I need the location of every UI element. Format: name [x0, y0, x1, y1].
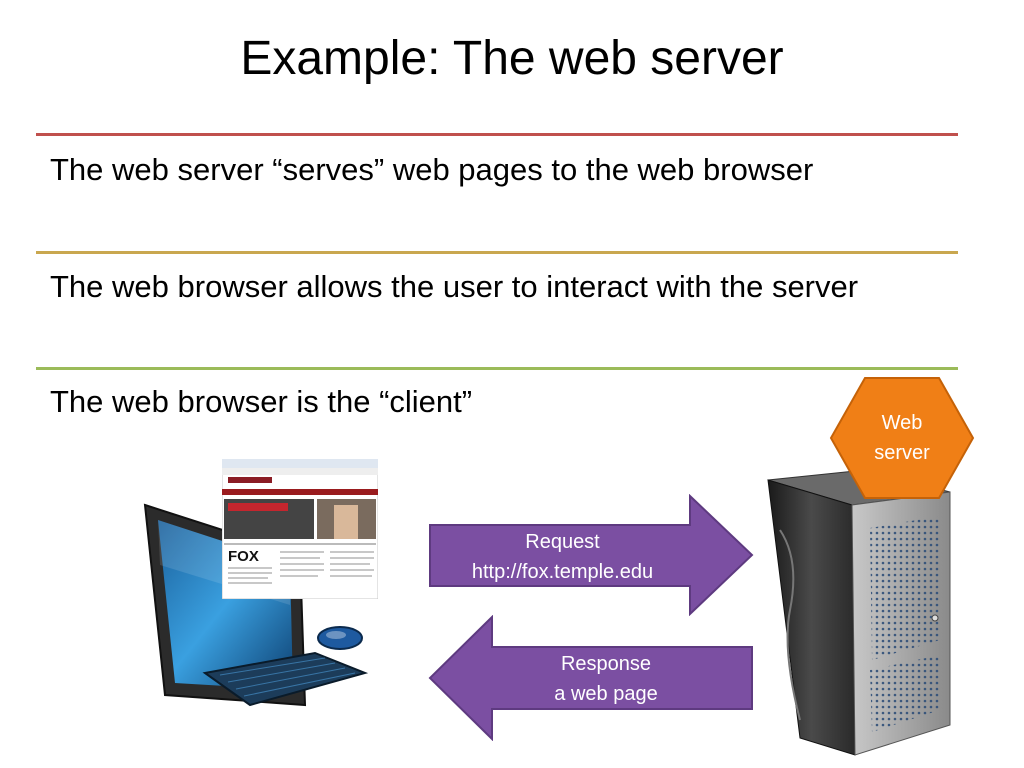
fox-logo-text: FOX	[228, 548, 259, 565]
response-arrow-label: Response a web page	[490, 649, 722, 709]
request-label-line-1: Request	[525, 531, 600, 553]
hexagon-label-line-1: Web	[881, 412, 923, 434]
request-arrow-label: Request http://fox.temple.edu	[430, 527, 695, 587]
response-label-line-1: Response	[560, 653, 652, 675]
request-url-text: http://fox.temple.edu	[471, 561, 654, 583]
slide-title: Example: The web server	[240, 32, 784, 85]
bullet-text-3: The web browser is the “client”	[50, 384, 473, 419]
web-server-hexagon-label: Web server	[840, 408, 964, 468]
divider-line-green	[36, 367, 958, 370]
hexagon-label-line-2: server	[874, 442, 930, 464]
divider-line-gold	[36, 251, 958, 254]
divider-line-red	[36, 133, 958, 136]
webpage-screenshot-icon: FOX	[222, 459, 378, 599]
request-arrow	[429, 494, 754, 616]
response-arrow	[428, 615, 753, 741]
web-server-hexagon	[829, 377, 975, 499]
response-label-line-2: a web page	[554, 683, 658, 705]
server-tower-icon	[767, 470, 951, 756]
bullet-text-1: The web server “serves” web pages to the…	[50, 152, 814, 187]
bullet-text-2: The web browser allows the user to inter…	[50, 269, 859, 304]
